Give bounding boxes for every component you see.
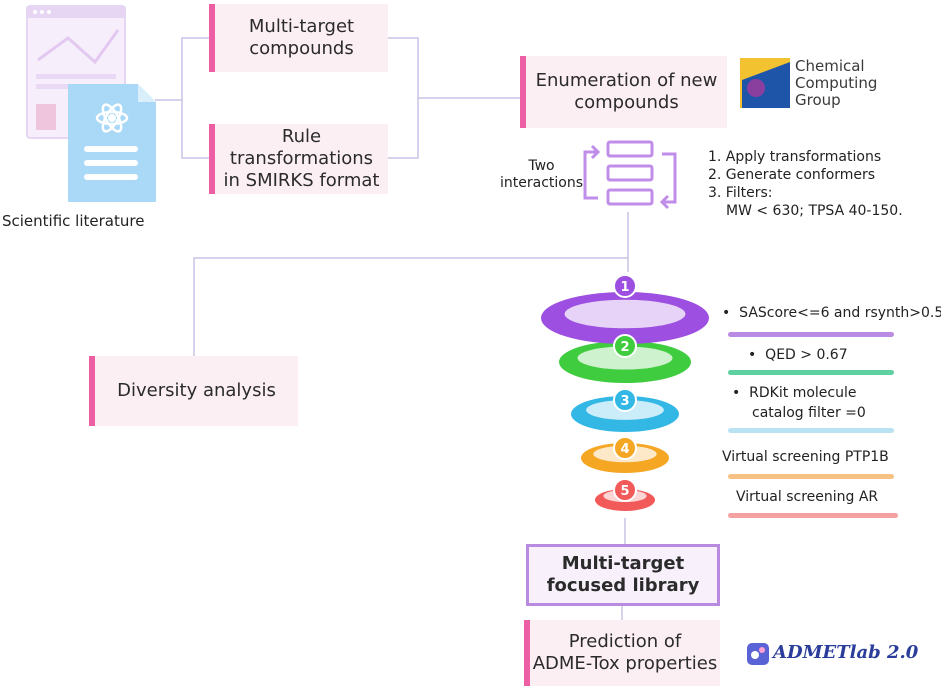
step-badge-2 <box>613 334 637 358</box>
filter-1-bar <box>728 332 894 337</box>
step-2: 2. Generate conformers <box>708 167 876 183</box>
step-badge-4 <box>613 436 637 460</box>
filter-4-text: Virtual screening PTP1B <box>722 449 889 465</box>
filter-3-text: • RDKit molecule <box>732 385 857 401</box>
step-number-4: 4 <box>620 442 629 457</box>
step-3-detail: MW < 630; TPSA 40-150. <box>726 203 903 219</box>
connector-lines <box>155 37 629 620</box>
step-1: 1. Apply transformations <box>708 149 882 165</box>
step-number-1: 1 <box>620 280 629 295</box>
filter-5-bar <box>728 513 898 518</box>
filter-3-bar <box>728 428 894 433</box>
final-library-box: Multi-target focused library <box>526 544 720 606</box>
step-badge-3 <box>613 388 637 412</box>
filter-2-text: • QED > 0.67 <box>748 347 848 363</box>
diversity-analysis-box: Diversity analysis <box>89 356 298 426</box>
cycle-icon <box>583 140 677 210</box>
step-number-3: 3 <box>620 394 629 409</box>
filter-5-text: Virtual screening AR <box>736 489 879 505</box>
step-badge-1 <box>613 274 637 298</box>
filter-2-bar <box>728 370 894 375</box>
admetlab-logo-icon <box>747 643 769 665</box>
filter-3-text-line2: catalog filter =0 <box>752 405 866 421</box>
funnel-ring-1 <box>541 292 709 344</box>
filter-1-text: • SAScore<=6 and rsynth>0.5 <box>722 305 941 321</box>
step-number-2: 2 <box>620 340 629 355</box>
ccg-logo-icon <box>740 58 790 108</box>
funnel-graphic: 1 2 3 4 5 <box>541 274 709 511</box>
admetlab-logo-text: ADMETlab 2.0 <box>773 642 919 663</box>
step-badge-5 <box>613 478 637 502</box>
document-icon <box>26 5 156 202</box>
step-number-5: 5 <box>620 484 629 499</box>
filter-4-bar <box>728 474 894 479</box>
scientific-literature-label: Scientific literature <box>2 212 145 230</box>
step-3: 3. Filters: <box>708 185 773 201</box>
